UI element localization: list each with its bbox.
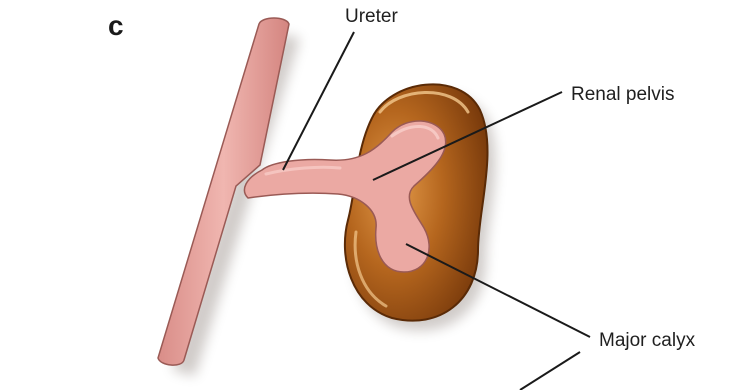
major-calyx-label: Major calyx — [599, 330, 695, 352]
secondary-leader-line — [520, 352, 580, 390]
renal-pelvis-label: Renal pelvis — [571, 84, 675, 106]
ureter-label: Ureter — [345, 6, 398, 28]
panel-letter: c — [108, 10, 124, 42]
